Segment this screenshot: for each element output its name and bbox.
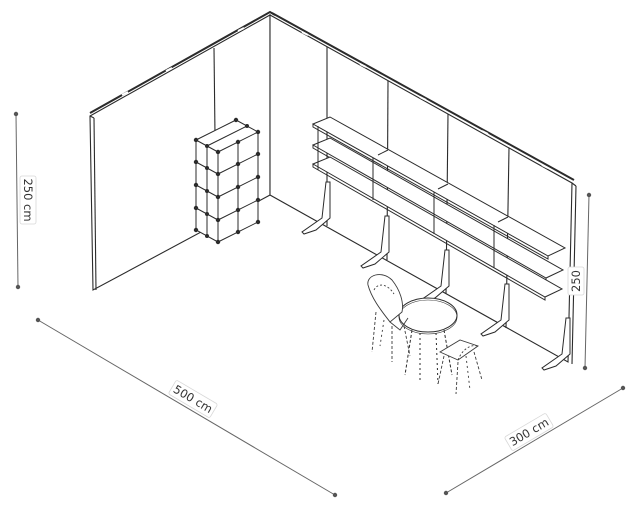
chair-right bbox=[437, 339, 483, 395]
height-right-label: 250 bbox=[569, 270, 583, 292]
chair-left bbox=[367, 274, 411, 362]
height-left-label: 250 cm bbox=[21, 178, 35, 221]
dimension-height-left-label: 250 cm bbox=[19, 175, 37, 225]
shelf-brackets bbox=[301, 181, 571, 371]
round-table bbox=[398, 297, 458, 385]
dimension-height-right-label: 250 bbox=[567, 266, 585, 296]
cube-shelf bbox=[193, 117, 261, 245]
dimension-height-left bbox=[13, 111, 21, 290]
dimension-height-right bbox=[582, 192, 592, 371]
dimension-width bbox=[443, 385, 626, 496]
dimension-width-label: 300 cm bbox=[504, 413, 554, 451]
dimension-length bbox=[35, 317, 338, 498]
dimension-length-label: 500 cm bbox=[168, 380, 218, 418]
wall-shelves bbox=[311, 116, 567, 301]
wall-top-rail bbox=[121, 27, 549, 169]
